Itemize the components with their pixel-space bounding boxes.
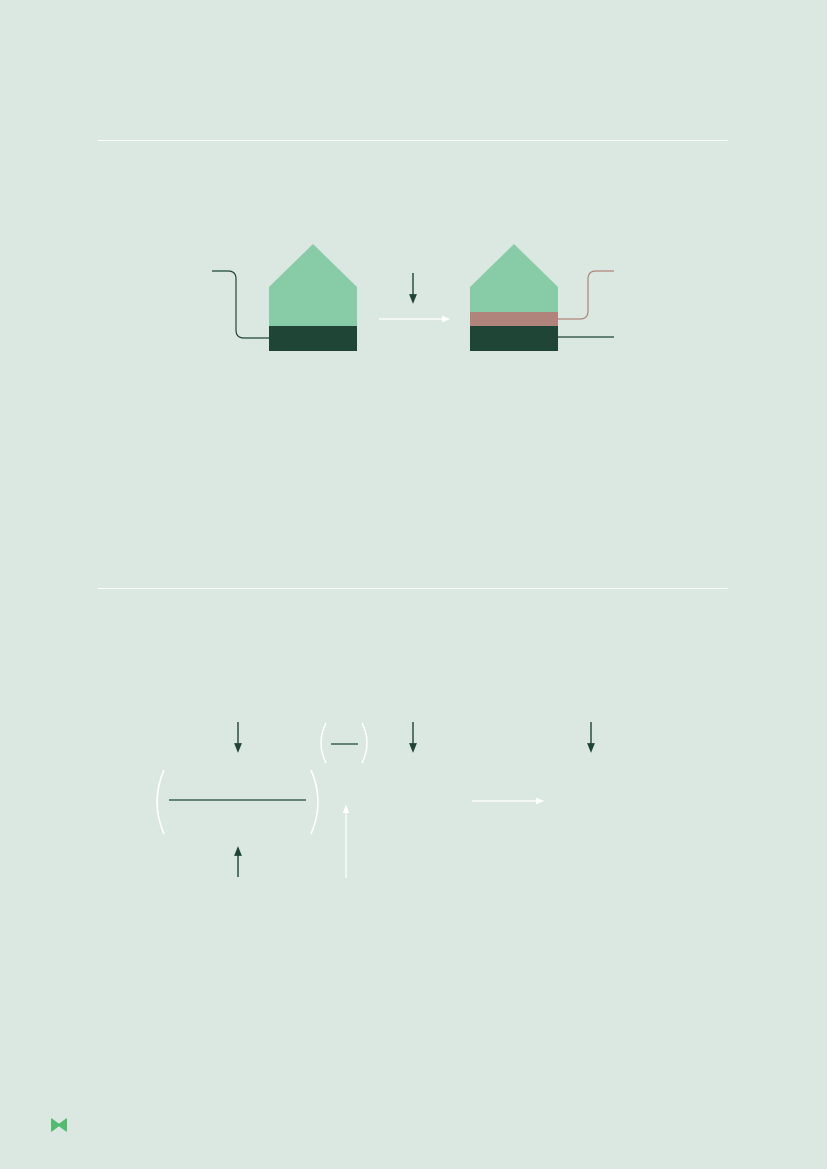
house-after-middle-layer [470, 312, 558, 326]
divider-top [98, 140, 728, 141]
butterfly-logo-icon [51, 1118, 67, 1132]
house-before-leader-line [212, 270, 269, 339]
large-fraction-left-paren [156, 769, 165, 835]
house-after-roof [470, 244, 558, 312]
house-before-roof [269, 244, 357, 326]
small-fraction-right-paren [361, 722, 368, 764]
house-after-middle-leader-line [558, 270, 614, 320]
house-after [470, 244, 558, 351]
house-before [269, 244, 357, 351]
large-fraction-right-paren [310, 769, 319, 835]
divider-middle [98, 588, 728, 589]
small-fraction-left-paren [320, 722, 327, 764]
house-after-base-layer [470, 326, 558, 351]
house-before-base-layer [269, 326, 357, 351]
